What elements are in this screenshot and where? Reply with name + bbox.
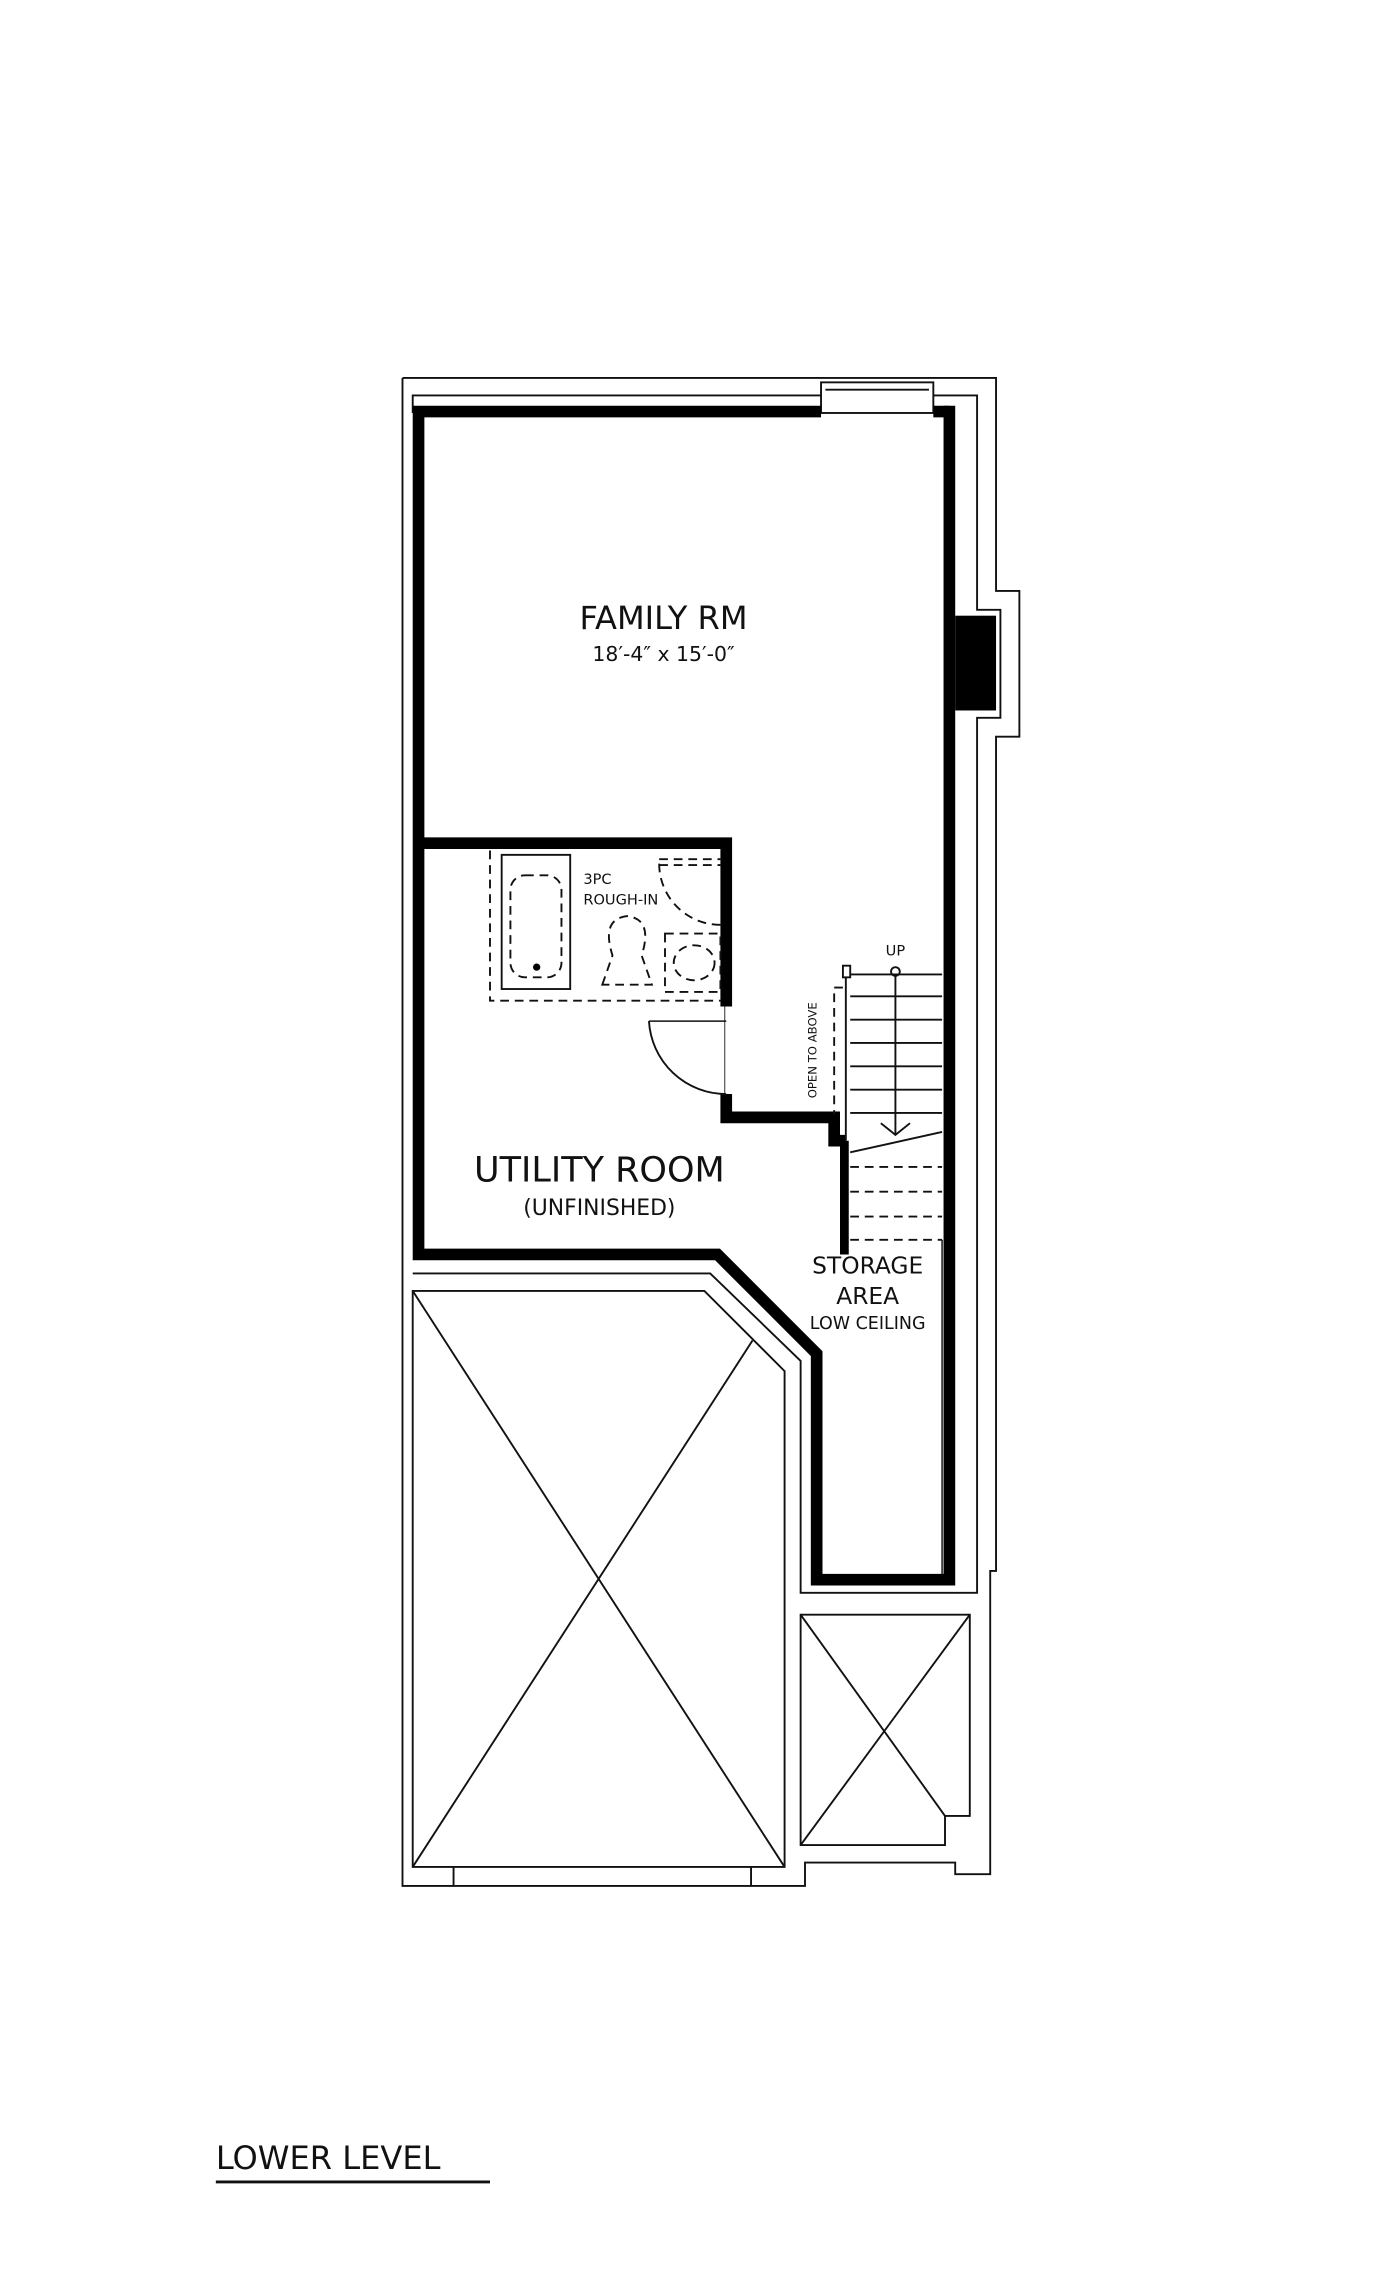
bath-label-line1: 3PC — [583, 871, 611, 888]
bath-label-line2: ROUGH-IN — [583, 891, 658, 908]
bathtub — [500, 853, 572, 990]
storage-label-note: LOW CEILING — [810, 1314, 926, 1334]
sink — [664, 932, 722, 993]
open-to-above-label: OPEN TO ABOVE — [806, 1002, 820, 1098]
family-room-label: FAMILY RM — [580, 599, 748, 637]
plan-title: LOWER LEVEL — [216, 2139, 441, 2177]
staircase — [833, 964, 943, 1576]
sink-basin — [672, 944, 716, 982]
garage-void — [411, 1289, 786, 1886]
exterior-outline — [401, 377, 1021, 1887]
fireplace — [955, 615, 997, 711]
wall-utility-step — [720, 1094, 846, 1147]
utility-room-note: (UNFINISHED) — [523, 1196, 675, 1221]
storage-label-line1: STORAGE — [812, 1251, 923, 1279]
toilet — [600, 915, 654, 986]
wall-bath — [418, 837, 733, 1007]
bath-door-swing — [658, 863, 721, 926]
porch-void — [799, 1613, 971, 1847]
storage-label-line2: AREA — [836, 1282, 899, 1310]
bathtub-basin — [509, 874, 563, 979]
tub-drain-icon — [533, 963, 541, 971]
wall-family-room — [412, 405, 956, 1586]
stairs-up-label: UP — [886, 942, 906, 959]
interior-outline-right — [412, 394, 1002, 1594]
family-room-dims: 18′-4″ x 15′-0″ — [592, 642, 735, 666]
bath-rough-in-outline — [489, 850, 721, 1002]
door-swing — [648, 1021, 727, 1095]
window — [820, 381, 935, 414]
utility-room-label: UTILITY ROOM — [474, 1151, 725, 1191]
